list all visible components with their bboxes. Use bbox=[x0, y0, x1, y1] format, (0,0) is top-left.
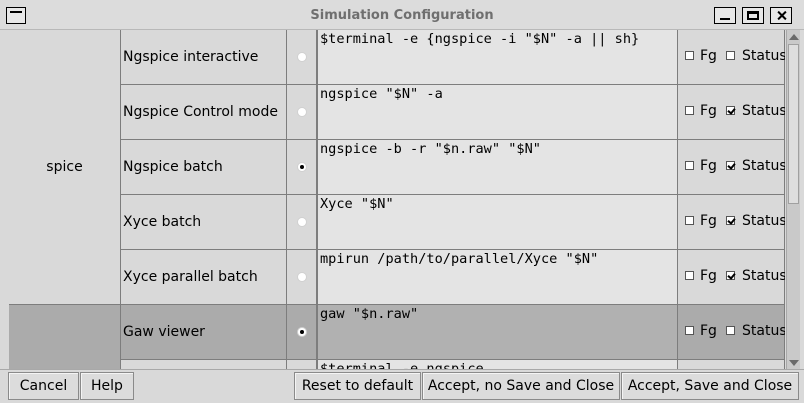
cancel-button[interactable]: Cancel bbox=[8, 372, 79, 400]
options-cell: Fg Status bbox=[678, 195, 785, 250]
status-label: Status bbox=[742, 323, 785, 339]
default-radio-button[interactable] bbox=[298, 163, 306, 171]
command-text[interactable]: ngspice "$N" -a bbox=[320, 86, 443, 102]
command-cell[interactable]: gaw "$n.raw" bbox=[317, 305, 678, 360]
command-text[interactable]: Xyce "$N" bbox=[320, 196, 394, 212]
maximize-icon[interactable] bbox=[742, 7, 764, 24]
group-spice: spice bbox=[9, 30, 121, 305]
fg-label: Fg bbox=[700, 323, 717, 339]
simulator-row: Gaw viewer gaw "$n.raw" Fg Status bbox=[9, 305, 785, 360]
simulator-row: Xyce parallel batch mpirun /path/to/paral… bbox=[9, 250, 785, 305]
default-radio-cell bbox=[287, 360, 317, 370]
default-radio-cell bbox=[287, 140, 317, 195]
options-cell bbox=[678, 360, 785, 370]
command-cell[interactable]: ngspice "$N" -a bbox=[317, 85, 678, 140]
fg-label: Fg bbox=[700, 48, 717, 64]
tool-name bbox=[121, 360, 287, 370]
status-label: Status bbox=[742, 103, 785, 119]
status-label: Status bbox=[742, 213, 785, 229]
status-checkbox[interactable] bbox=[726, 271, 735, 280]
window-menu-icon[interactable] bbox=[6, 7, 26, 24]
command-text[interactable]: $terminal -e ngspice bbox=[320, 361, 484, 370]
accept-no-save-button[interactable]: Accept, no Save and Close bbox=[422, 372, 620, 400]
window-title: Simulation Configuration bbox=[310, 8, 494, 23]
options-cell: Fg Status bbox=[678, 305, 785, 360]
simulator-row: Ngspice batch ngspice -b -r "$n.raw" "$N"… bbox=[9, 140, 785, 195]
options-cell: Fg Status bbox=[678, 30, 785, 85]
command-text[interactable]: mpirun /path/to/parallel/Xyce "$N" bbox=[320, 251, 599, 267]
tool-name: Ngspice Control mode bbox=[121, 85, 287, 140]
fg-checkbox[interactable] bbox=[685, 106, 694, 115]
command-cell[interactable]: Xyce "$N" bbox=[317, 195, 678, 250]
status-checkbox[interactable] bbox=[726, 51, 735, 60]
default-radio-button[interactable] bbox=[298, 218, 306, 226]
default-radio-button[interactable] bbox=[298, 328, 306, 336]
command-cell[interactable]: $terminal -e ngspice bbox=[317, 360, 678, 370]
command-cell[interactable]: ngspice -b -r "$n.raw" "$N" bbox=[317, 140, 678, 195]
default-radio-cell bbox=[287, 30, 317, 85]
command-text[interactable]: gaw "$n.raw" bbox=[320, 306, 419, 322]
reset-to-default-button[interactable]: Reset to default bbox=[294, 372, 421, 400]
fg-label: Fg bbox=[700, 158, 717, 174]
close-icon[interactable] bbox=[770, 7, 792, 24]
status-label: Status bbox=[742, 158, 785, 174]
title-bar: Simulation Configuration bbox=[0, 0, 804, 30]
status-label: Status bbox=[742, 48, 785, 64]
default-radio-button[interactable] bbox=[298, 273, 306, 281]
vertical-scrollbar[interactable] bbox=[786, 30, 800, 370]
fg-label: Fg bbox=[700, 103, 717, 119]
help-button[interactable]: Help bbox=[80, 372, 134, 400]
status-checkbox[interactable] bbox=[726, 326, 735, 335]
fg-checkbox[interactable] bbox=[685, 326, 694, 335]
tool-name: Xyce batch bbox=[121, 195, 287, 250]
group-label: spice bbox=[46, 159, 83, 175]
scrollbar-thumb[interactable] bbox=[788, 44, 799, 204]
simulator-row: $terminal -e ngspice bbox=[9, 360, 785, 370]
tool-name: Ngspice batch bbox=[121, 140, 287, 195]
simulator-row: Ngspice interactive $terminal -e {ngspice… bbox=[9, 30, 785, 85]
minimize-icon[interactable] bbox=[714, 7, 736, 24]
simulator-row: Xyce batch Xyce "$N" Fg Status bbox=[9, 195, 785, 250]
fg-label: Fg bbox=[700, 213, 717, 229]
status-checkbox[interactable] bbox=[726, 106, 735, 115]
default-radio-button[interactable] bbox=[298, 53, 306, 61]
default-radio-cell bbox=[287, 85, 317, 140]
options-cell: Fg Status bbox=[678, 250, 785, 305]
scroll-up-arrow-icon[interactable] bbox=[789, 34, 799, 40]
tool-name: Ngspice interactive bbox=[121, 30, 287, 85]
default-radio-cell bbox=[287, 250, 317, 305]
default-radio-cell bbox=[287, 305, 317, 360]
button-bar: Cancel Help Reset to default Accept, no … bbox=[0, 369, 804, 403]
status-checkbox[interactable] bbox=[726, 216, 735, 225]
fg-checkbox[interactable] bbox=[685, 51, 694, 60]
fg-checkbox[interactable] bbox=[685, 271, 694, 280]
fg-checkbox[interactable] bbox=[685, 161, 694, 170]
simulator-grid: spice Ngspice interactive $terminal -e {n… bbox=[9, 30, 785, 370]
status-checkbox[interactable] bbox=[726, 161, 735, 170]
accept-save-close-button[interactable]: Accept, Save and Close bbox=[621, 372, 799, 400]
default-radio-cell bbox=[287, 195, 317, 250]
group-viewer bbox=[9, 305, 121, 370]
options-cell: Fg Status bbox=[678, 140, 785, 195]
fg-checkbox[interactable] bbox=[685, 216, 694, 225]
scroll-down-arrow-icon[interactable] bbox=[789, 360, 799, 366]
command-cell[interactable]: $terminal -e {ngspice -i "$N" -a || sh} bbox=[317, 30, 678, 85]
simulator-row: Ngspice Control mode ngspice "$N" -a Fg Sta… bbox=[9, 85, 785, 140]
tool-name: Gaw viewer bbox=[121, 305, 287, 360]
command-text[interactable]: ngspice -b -r "$n.raw" "$N" bbox=[320, 141, 541, 157]
options-cell: Fg Status bbox=[678, 85, 785, 140]
tool-name: Xyce parallel batch bbox=[121, 250, 287, 305]
command-text[interactable]: $terminal -e {ngspice -i "$N" -a || sh} bbox=[320, 31, 640, 47]
command-cell[interactable]: mpirun /path/to/parallel/Xyce "$N" bbox=[317, 250, 678, 305]
fg-label: Fg bbox=[700, 268, 717, 284]
status-label: Status bbox=[742, 268, 785, 284]
default-radio-button[interactable] bbox=[298, 108, 306, 116]
